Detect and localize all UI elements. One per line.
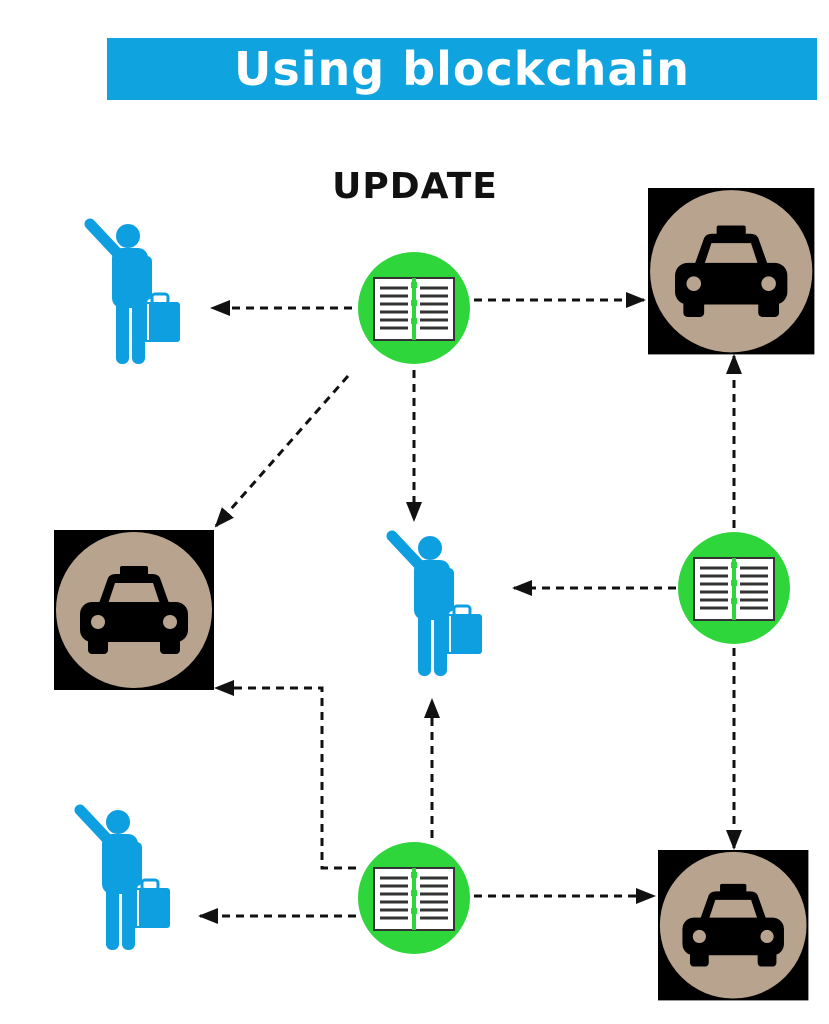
taxi-icon — [648, 188, 815, 355]
arrow-ledger3-to-taxi2 — [214, 680, 356, 870]
title-text: Using blockchain — [234, 42, 690, 96]
update-label: UPDATE — [332, 166, 498, 207]
taxi-icon — [54, 530, 214, 690]
passenger-hailing-icon — [90, 224, 180, 364]
ledger-book-icon — [676, 530, 792, 646]
taxi-icon — [658, 850, 809, 1001]
passenger-hailing-icon — [80, 810, 170, 950]
passenger-hailing-icon — [392, 536, 482, 676]
ledger-book-icon — [356, 840, 472, 956]
arrow-ledger1-to-taxi2 — [214, 375, 350, 528]
title-banner: Using blockchain — [107, 38, 817, 100]
ledger-book-icon — [356, 250, 472, 366]
